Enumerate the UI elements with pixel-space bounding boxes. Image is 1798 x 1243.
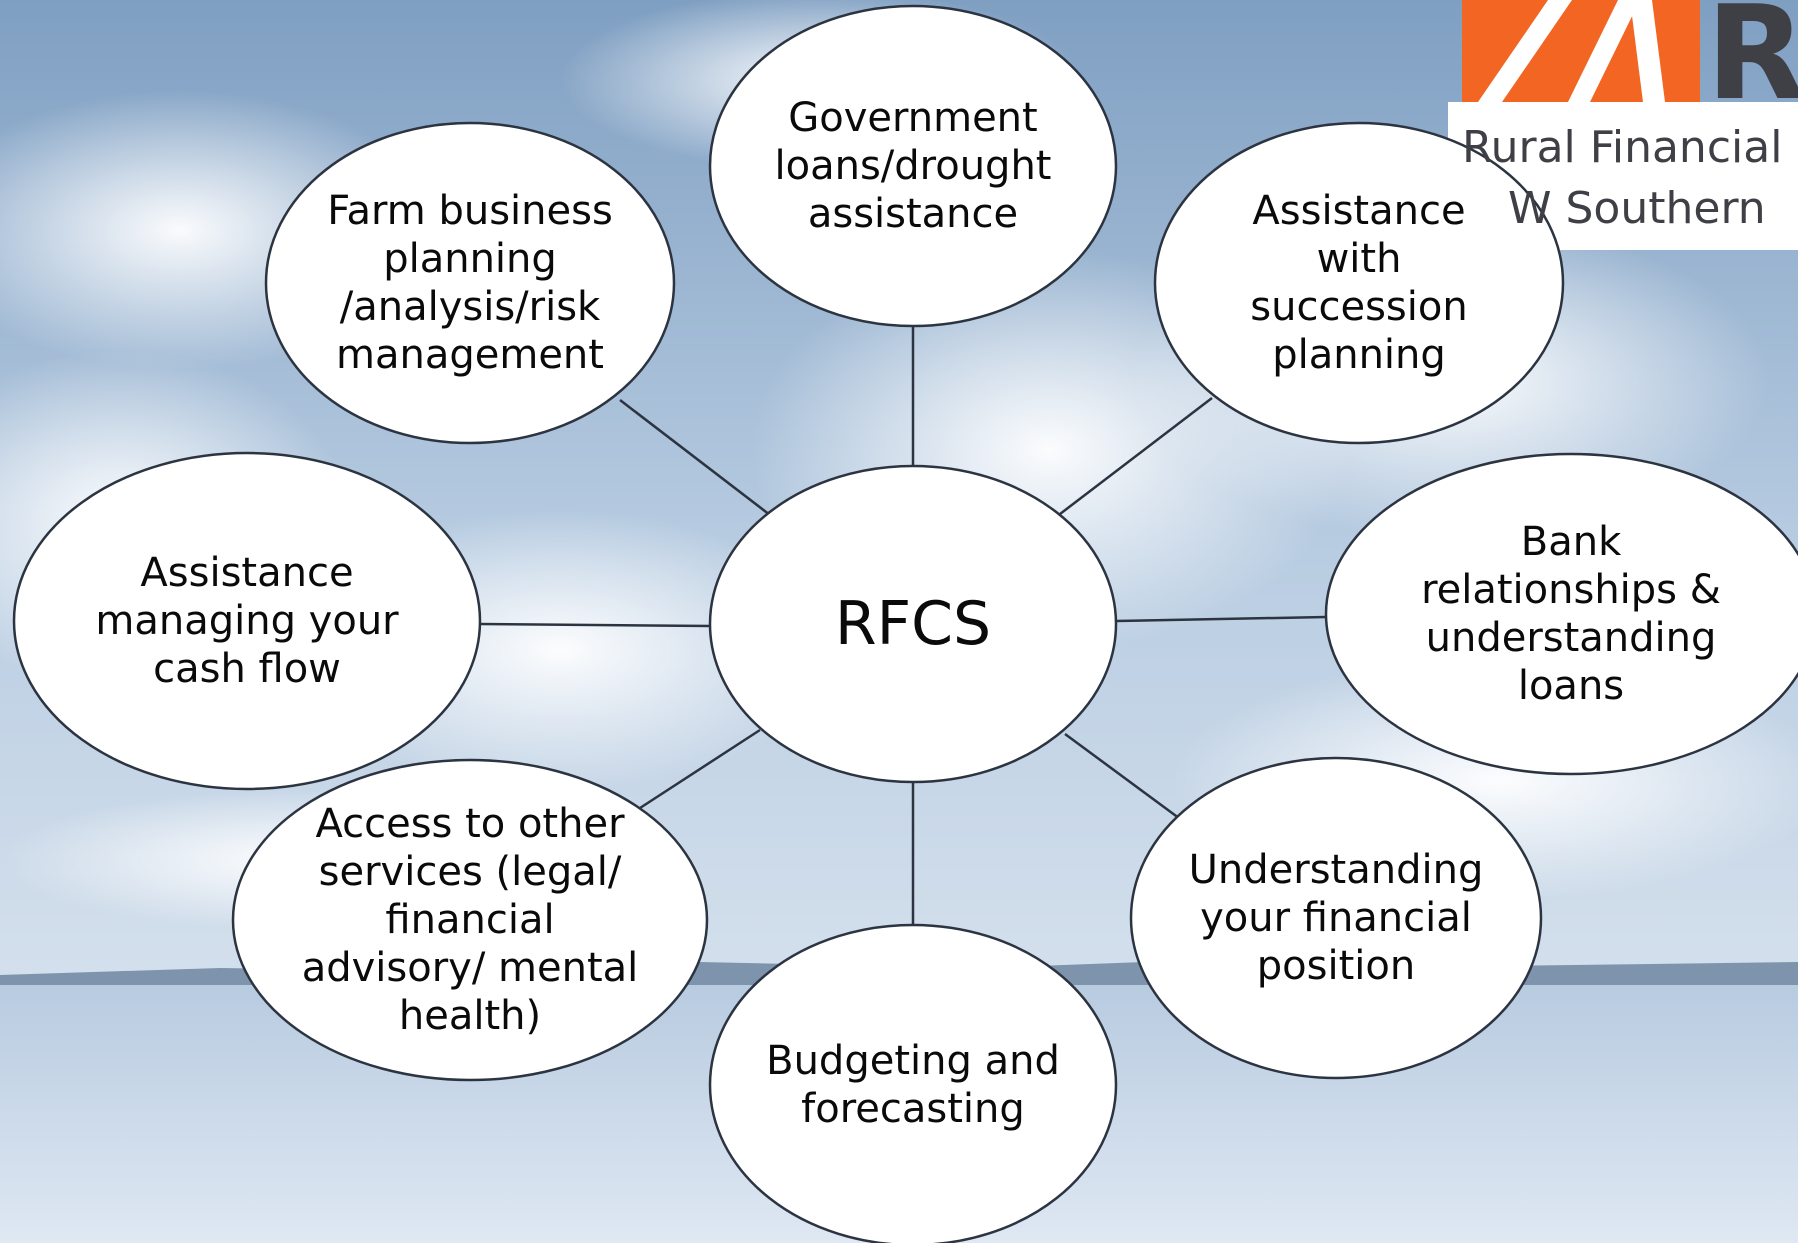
logo-line-1: Rural Financial C [1462, 122, 1798, 173]
node-label-financial-position: Understanding your financial position [1188, 847, 1484, 989]
node-label-farm-business-planning: Farm business planning /analysis/risk ma… [327, 188, 613, 378]
node-label-other-services: Access to other services (legal/ financi… [301, 801, 639, 1039]
node-cash-flow [12, 451, 482, 791]
node-farm-business-planning [264, 121, 676, 445]
logo-line-2: W Southern [1508, 183, 1766, 234]
node-budgeting [708, 923, 1118, 1243]
connector-cash-flow [479, 622, 711, 628]
node-label-government-loans: Government loans/drought assistance [774, 95, 1052, 237]
logo-letter: R [1706, 0, 1798, 129]
connector-financial-position [1064, 732, 1188, 826]
connector-other-services [639, 728, 761, 810]
node-government-loans [708, 4, 1118, 328]
connector-succession-planning [1059, 397, 1213, 515]
node-bank-relationships [1324, 452, 1798, 776]
node-label-succession-planning: Assistance with succession planning [1250, 188, 1468, 378]
connector-bank-relationships [1115, 615, 1327, 623]
connectors [479, 326, 1327, 925]
node-center [708, 464, 1118, 784]
node-financial-position [1129, 756, 1543, 1080]
node-succession-planning [1153, 121, 1565, 445]
node-label-cash-flow: Assistance managing your cash flow [95, 550, 399, 692]
node-label-bank-relationships: Bank relationships & understanding loans [1421, 519, 1721, 709]
node-other-services [231, 758, 709, 1082]
connector-farm-business-planning [619, 399, 771, 516]
logo-mark: R [1448, 0, 1798, 250]
ellipses [12, 4, 1798, 1243]
node-label-budgeting: Budgeting and forecasting [766, 1038, 1060, 1132]
node-label-center: RFCS [834, 589, 992, 659]
